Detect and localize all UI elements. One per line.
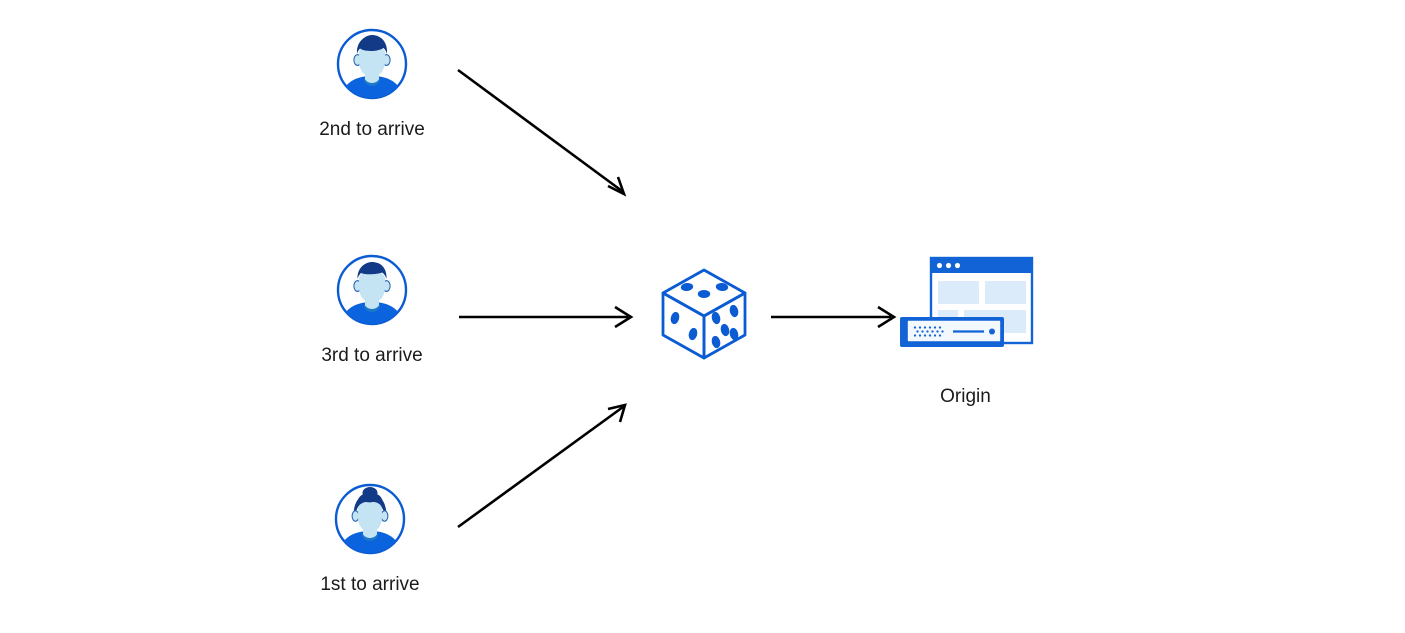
server-device-icon [900,317,1004,347]
client-node-3rd[interactable]: 3rd to arrive [299,253,445,368]
user-avatar-icon [335,27,409,101]
arrow-from-1st-to-dice [457,403,627,529]
arrow-from-3rd-to-dice [459,305,634,329]
origin-server-icon [893,254,1038,364]
origin-node[interactable]: Origin [893,254,1038,414]
arrow-from-2nd-to-dice [457,68,627,197]
client-node-1st[interactable]: 1st to arrive [297,482,443,597]
dice-icon[interactable] [657,264,751,364]
client-label-1st: 1st to arrive [320,574,420,595]
client-node-2nd[interactable]: 2nd to arrive [299,27,445,142]
origin-label: Origin [940,386,991,407]
user-avatar-icon [333,482,407,556]
client-label-3rd: 3rd to arrive [321,345,423,366]
client-label-2nd: 2nd to arrive [319,119,425,140]
user-avatar-icon [335,253,409,327]
arrow-from-dice-to-origin [771,305,897,329]
